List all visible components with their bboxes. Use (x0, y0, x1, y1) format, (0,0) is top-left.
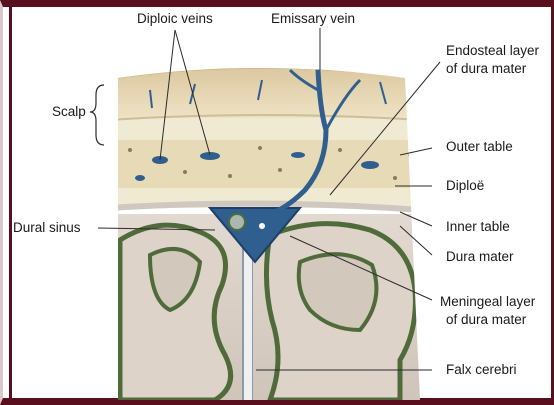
label-endosteal-layer-1: Endosteal layer (446, 42, 539, 59)
label-dural-sinus: Dural sinus (13, 219, 81, 236)
label-outer-table: Outer table (446, 138, 513, 155)
label-endosteal-layer-2: of dura mater (446, 60, 526, 77)
label-inner-table: Inner table (446, 218, 510, 235)
label-diploic-veins: Diploic veins (137, 10, 213, 27)
label-dura-mater: Dura mater (446, 248, 514, 265)
diploe-layer (110, 140, 430, 192)
label-falx-cerebri: Falx cerebri (446, 361, 517, 378)
label-meningeal-layer-2: of dura mater (446, 311, 526, 328)
label-scalp: Scalp (52, 103, 86, 120)
label-diploe: Diploë (446, 177, 484, 194)
scalp-brace (90, 85, 104, 145)
label-emissary-vein: Emissary vein (271, 10, 355, 27)
label-meningeal-layer-1: Meningeal layer (440, 293, 535, 310)
